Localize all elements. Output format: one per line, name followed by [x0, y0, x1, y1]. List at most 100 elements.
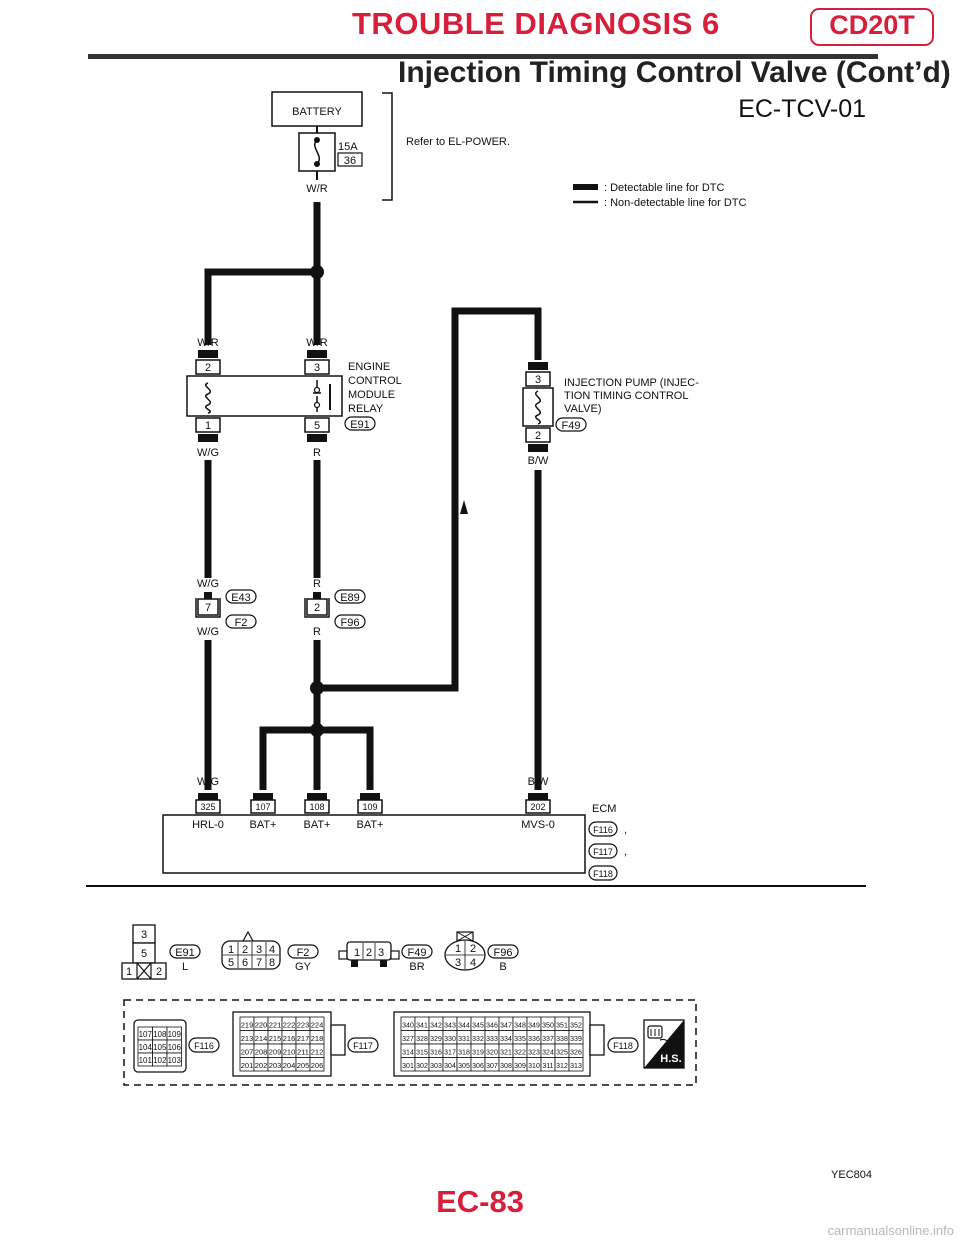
- connector-pin: 7: [256, 957, 262, 969]
- pin-number: 213: [241, 1034, 254, 1043]
- ecm-signal: BAT+: [303, 819, 330, 831]
- pin-number: 222: [283, 1021, 296, 1030]
- pin-number: 219: [241, 1021, 254, 1030]
- legend-non-detectable: : Non-detectable line for DTC: [604, 197, 747, 209]
- connector-pin: 3: [455, 957, 461, 969]
- pump-label: TION TIMING CONTROL: [564, 390, 688, 402]
- pin-number: 301: [402, 1063, 414, 1070]
- pin-number: 313: [570, 1063, 582, 1070]
- wire-color-label: R: [313, 578, 321, 590]
- relay-pin: 3: [314, 362, 320, 374]
- pin-number: 102: [153, 1056, 167, 1065]
- relay-coil-icon: [205, 382, 211, 414]
- ecm-label: ECM: [592, 803, 616, 815]
- relay-label: RELAY: [348, 403, 384, 415]
- pin-number: 217: [297, 1034, 310, 1043]
- connector-pin: 1: [354, 947, 360, 959]
- ecm-connector-separator: ,: [624, 846, 627, 858]
- pin-number: 107: [139, 1030, 153, 1039]
- wire-color-label: W/G: [197, 447, 219, 459]
- pin-number: 210: [283, 1048, 296, 1057]
- connector-pin: 1: [455, 943, 461, 955]
- pump-label: VALVE): [564, 403, 602, 415]
- ecm-connector-id: F116: [593, 825, 613, 835]
- diagram-code: EC-TCV-01: [738, 95, 866, 123]
- fuse-icon: [314, 139, 320, 165]
- pin-number: 321: [500, 1050, 512, 1057]
- pump-pin: 2: [535, 430, 541, 442]
- joint-connector-id: F2: [235, 617, 248, 629]
- connector-pin: 2: [470, 943, 476, 955]
- pin-number: 211: [297, 1048, 309, 1057]
- pin-number: 308: [500, 1063, 512, 1070]
- figure-code: YEC804: [831, 1169, 872, 1181]
- connector-pin: 4: [269, 944, 275, 956]
- pin-number: 318: [458, 1050, 470, 1057]
- relay-connector-id: E91: [350, 419, 370, 431]
- pin-number: 342: [430, 1023, 442, 1030]
- engine-control-module-relay: 2 3 1 5: [186, 350, 343, 442]
- pin-number: 205: [297, 1061, 310, 1070]
- connector-pin: 8: [269, 957, 275, 969]
- pin-cell: [568, 1057, 584, 1072]
- splice-point: [310, 265, 324, 279]
- pin-number: 104: [139, 1043, 153, 1052]
- connector-pin: 2: [156, 966, 162, 978]
- pin-number: 330: [444, 1036, 456, 1043]
- connector-hand-icon: [647, 1025, 670, 1047]
- battery-label: BATTERY: [292, 106, 342, 118]
- pin-number: 340: [402, 1023, 414, 1030]
- connector-pin: 2: [366, 947, 372, 959]
- pin-number: 109: [168, 1030, 182, 1039]
- pin-number: 341: [416, 1023, 428, 1030]
- ecm-connector-id: F117: [593, 847, 613, 857]
- connector-view-e91: 3 5 1 2: [121, 924, 167, 980]
- joint-pin: 7: [205, 602, 211, 614]
- relay-pin: 5: [314, 420, 320, 432]
- pin-number: 209: [269, 1048, 282, 1057]
- ecm-terminal: 108: [309, 802, 324, 812]
- wire-color-label: B/W: [528, 455, 549, 467]
- battery-box: [271, 91, 363, 127]
- pin-number: 306: [472, 1063, 484, 1070]
- connector-view-f96: 1 2 3 4: [444, 931, 486, 971]
- pin-number: 325: [556, 1050, 568, 1057]
- connector-pin: 1: [126, 966, 132, 978]
- pin-number: 317: [444, 1050, 456, 1057]
- connector-view-color: GY: [295, 961, 312, 973]
- pin-number: 218: [311, 1034, 324, 1043]
- connector-pin: 3: [141, 929, 147, 941]
- pin-number: 331: [458, 1036, 470, 1043]
- joint-connector-id: F96: [341, 617, 360, 629]
- pin-number: 310: [528, 1063, 540, 1070]
- pin-number: 224: [311, 1021, 324, 1030]
- connector-pin: 1: [228, 944, 234, 956]
- connector-view-id: F2: [297, 947, 310, 959]
- ecm-terminal: 107: [255, 802, 270, 812]
- engine-badge: CD20T: [810, 8, 934, 46]
- wire-color-label: R: [313, 776, 321, 788]
- pin-number: 208: [255, 1048, 268, 1057]
- pin-number: 221: [269, 1021, 282, 1030]
- wire-color-label: W/G: [197, 578, 219, 590]
- pin-number: 347: [500, 1023, 512, 1030]
- pin-number: 201: [241, 1061, 254, 1070]
- ecm-signal: MVS-0: [521, 819, 555, 831]
- pin-number: 316: [430, 1050, 442, 1057]
- wire-color-label: W/G: [197, 776, 219, 788]
- pin-cell: [309, 1057, 325, 1072]
- pin-number: 312: [556, 1063, 568, 1070]
- relay-label: ENGINE: [348, 361, 390, 373]
- connector-pin: 4: [470, 957, 476, 969]
- ecm-terminals: 325 107 108 109 202: [195, 793, 551, 814]
- wire-color-label: R: [366, 776, 374, 788]
- pin-number: 351: [556, 1023, 568, 1030]
- connector-view-id: F96: [494, 947, 513, 959]
- ecm-connector-id: F118: [593, 869, 613, 879]
- ecm-signal: BAT+: [356, 819, 383, 831]
- connector-view-id: F118: [613, 1041, 633, 1051]
